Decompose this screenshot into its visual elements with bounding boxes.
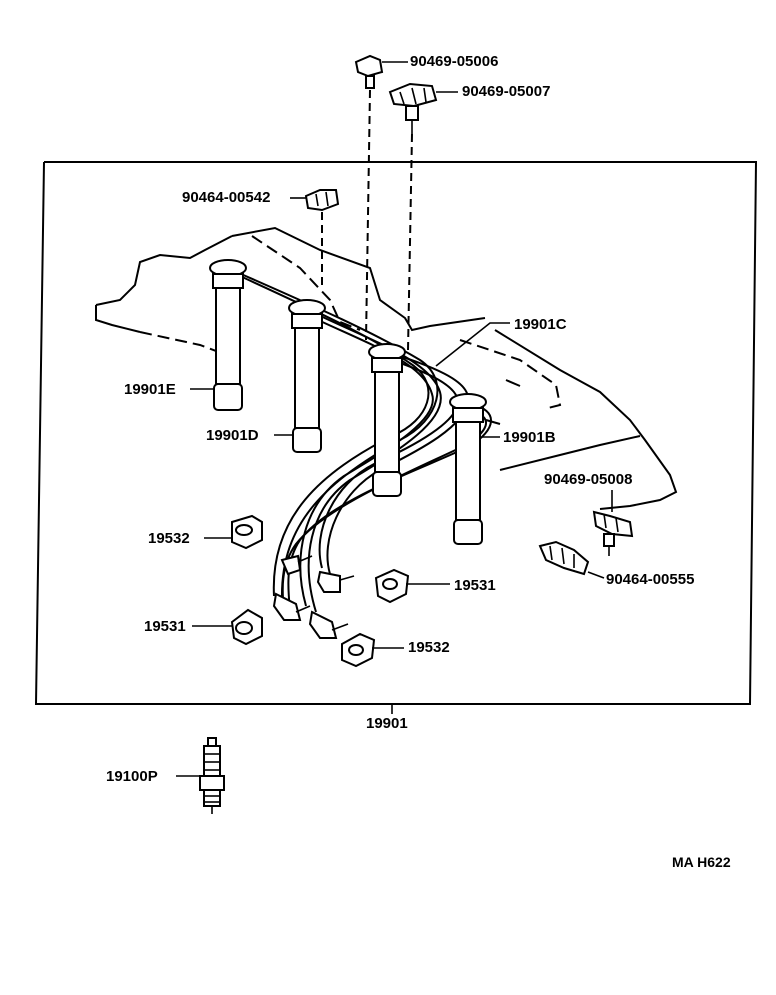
- clip-top2-locator: [407, 133, 413, 351]
- clip-90469-05008: [592, 510, 634, 556]
- assembly-frame: [34, 161, 758, 705]
- spark-plug: [199, 737, 225, 814]
- label-clip-right: 90469-05008: [544, 471, 632, 488]
- label-grommet-b2: 19532: [408, 639, 450, 656]
- plug-boot-d: [288, 299, 326, 453]
- label-clip-right2: 90464-00555: [606, 571, 694, 588]
- clip-90464-00555: [538, 540, 590, 576]
- clip-90464-00542: [304, 189, 340, 212]
- label-cord-e: 19901E: [124, 381, 176, 398]
- label-spark-plug: 19100P: [106, 768, 158, 785]
- cord-end-terminals: [272, 554, 355, 639]
- grommet-19531-right: [374, 568, 410, 604]
- plug-boot-e: [209, 259, 247, 411]
- drawing-code: MA H622: [672, 854, 731, 870]
- label-cord-b: 19901B: [503, 429, 556, 446]
- grommet-19532-upper: [231, 514, 263, 550]
- label-cord-set: 19901: [366, 715, 408, 732]
- label-cord-d: 19901D: [206, 427, 259, 444]
- grommet-19532-lower: [341, 632, 376, 668]
- clip-90469-05006: [354, 54, 384, 89]
- label-grommet-a2: 19531: [144, 618, 186, 635]
- label-grommet-b1: 19531: [454, 577, 496, 594]
- plug-boot-c: [368, 343, 406, 497]
- ignition-cords: [231, 269, 492, 613]
- label-clip-top: 90469-05006: [410, 53, 498, 70]
- cylinder-head-cover: [95, 226, 678, 510]
- grommet-19531-left: [230, 608, 263, 646]
- label-grommet-a1: 19532: [148, 530, 190, 547]
- leader-lines: [176, 61, 613, 777]
- plug-boot-b: [449, 393, 487, 545]
- label-cord-c: 19901C: [514, 316, 567, 333]
- label-clip-left: 90464-00542: [182, 189, 270, 206]
- clip-top-locator: [365, 89, 371, 341]
- clip-90469-05007: [388, 82, 438, 134]
- label-clip-top2: 90469-05007: [462, 83, 550, 100]
